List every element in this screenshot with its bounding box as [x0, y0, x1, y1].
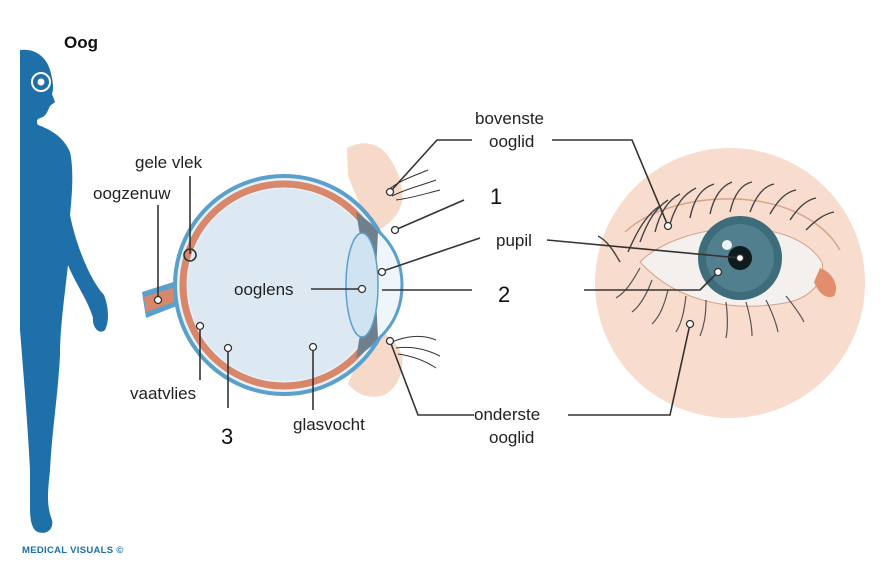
lower-eyelid-section	[348, 328, 441, 397]
label-gele-vlek: gele vlek	[135, 153, 203, 172]
label-vaatvlies: vaatvlies	[130, 384, 196, 403]
page-title: Oog	[64, 33, 98, 52]
label-oogzenuw: oogzenuw	[93, 184, 171, 203]
label-glasvocht: glasvocht	[293, 415, 365, 434]
number-2: 2	[498, 282, 510, 307]
label-ooglens: ooglens	[234, 280, 294, 299]
label-onderste-ooglid-line2: ooglid	[489, 428, 534, 447]
label-bovenste-ooglid-line2: ooglid	[489, 132, 534, 151]
label-onderste-ooglid-line1: onderste	[474, 405, 540, 424]
number-3: 3	[221, 424, 233, 449]
eyeball-section	[142, 174, 404, 396]
leader-lines	[157, 139, 741, 416]
label-pupil: pupil	[496, 231, 532, 250]
human-silhouette	[20, 49, 108, 533]
leader-dots	[153, 187, 745, 353]
number-1: 1	[490, 184, 502, 209]
label-bovenste-ooglid-line1: bovenste	[475, 109, 544, 128]
frontal-eye	[595, 148, 865, 418]
upper-eyelid-section	[347, 143, 441, 232]
credit-logo: MEDICAL VISUALS ©	[22, 545, 124, 556]
head-eye-icon	[31, 72, 51, 92]
